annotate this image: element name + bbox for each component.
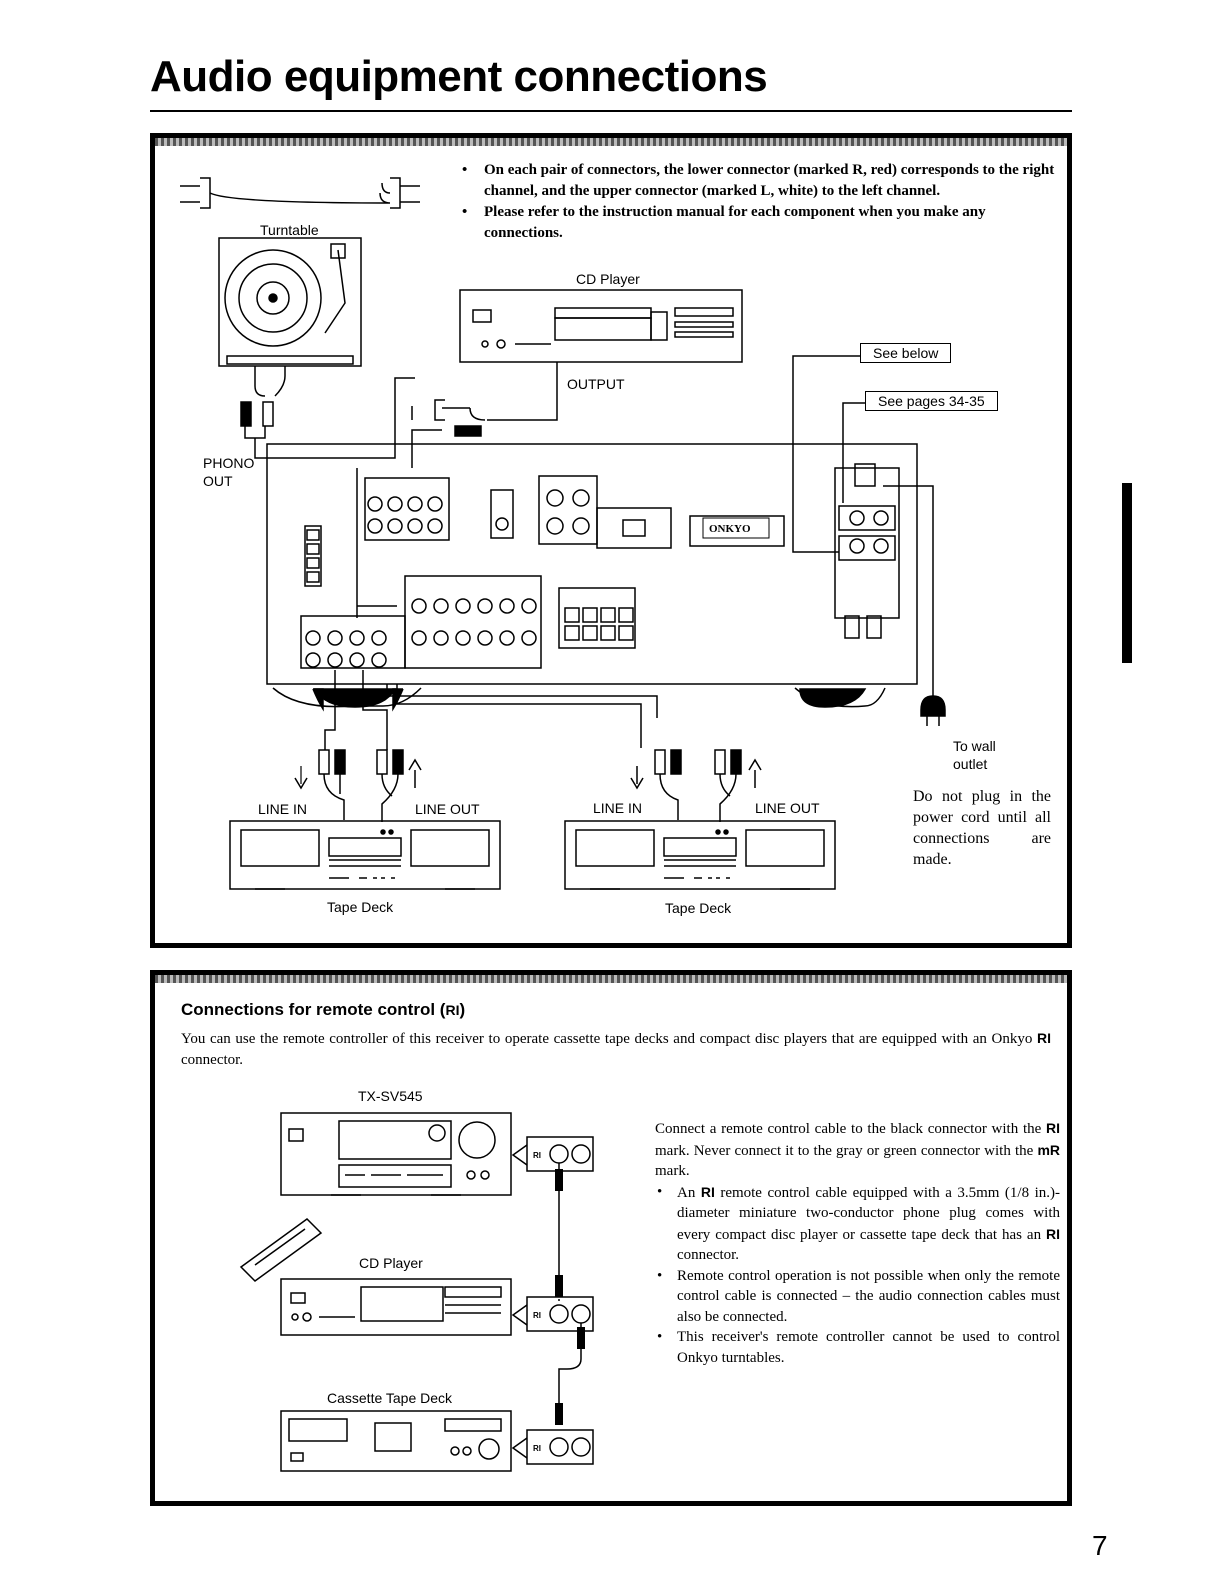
audio-connections-panel: ONKYO On each pair of connectors, the lo… — [150, 133, 1072, 948]
bullet-text: remote control cable equipped with a 3.5… — [677, 1184, 1060, 1243]
ri-mark-icon: RI — [700, 1183, 715, 1200]
ri-jack-label: RI — [533, 1444, 541, 1453]
remote-control-panel: Connections for remote control (RI) You … — [150, 970, 1072, 1506]
intro-text: You can use the remote controller of thi… — [181, 1031, 1037, 1047]
tape-deck-label: Tape Deck — [665, 900, 732, 916]
phono-out-label-1: PHONO — [203, 455, 255, 471]
ri-mark-icon: RI — [1046, 1225, 1060, 1242]
page-number: 7 — [1092, 1530, 1108, 1561]
to-wall-label-2: outlet — [953, 756, 988, 772]
turntable-label: Turntable — [260, 222, 319, 238]
ri-mark-icon: RI — [445, 1002, 460, 1018]
receiver-model-label: TX-SV545 — [358, 1088, 423, 1104]
instruction-text: mark. — [655, 1163, 690, 1179]
remote-intro: You can use the remote controller of thi… — [181, 1028, 1051, 1071]
line-out-label: LINE OUT — [415, 801, 480, 817]
cd-player-label: CD Player — [359, 1255, 423, 1271]
remote-instructions: Connect a remote control cable to the bl… — [655, 1118, 1060, 1368]
to-wall-label-1: To wall — [953, 738, 996, 754]
instruction-text: Connect a remote control cable to the bl… — [655, 1121, 1046, 1137]
line-out-label: LINE OUT — [755, 800, 820, 816]
section-tab-marker — [1122, 483, 1132, 663]
line-in-label: LINE IN — [258, 801, 308, 817]
power-cord-warning: Do not plug in the power cord until all … — [913, 788, 1051, 868]
note-item: Please refer to the instruction manual f… — [460, 202, 1060, 244]
note-item: On each pair of connectors, the lower co… — [460, 160, 1060, 202]
tape-deck-label: Tape Deck — [327, 899, 394, 915]
see-below-callout: See below — [860, 343, 952, 363]
ri-mark-icon: RI — [1046, 1120, 1060, 1136]
instruction-text: mark. Never connect it to the gray or gr… — [655, 1142, 1038, 1159]
list-item: This receiver's remote controller cannot… — [655, 1327, 1060, 1368]
title-rule — [150, 110, 1072, 112]
remote-title-text: Connections for remote control ( — [181, 1000, 446, 1019]
phono-out-label-2: OUT — [203, 473, 233, 489]
line-in-label: LINE IN — [593, 800, 643, 816]
ri-jack-label: RI — [533, 1311, 541, 1320]
remote-section-title: Connections for remote control (RI) — [181, 1000, 465, 1020]
mr-mark-icon: mR — [1037, 1141, 1060, 1158]
cd-player-label: CD Player — [576, 271, 640, 287]
panel-top-band — [155, 975, 1067, 983]
remote-instruction-paragraph: Connect a remote control cable to the bl… — [655, 1118, 1060, 1182]
remote-diagram: RI RI RI — [239, 1112, 594, 1472]
bullet-text: An — [677, 1184, 701, 1201]
output-label: OUTPUT — [567, 376, 625, 392]
connection-diagram: ONKYO — [180, 177, 946, 890]
remote-notes-list: An RI remote control cable equipped with… — [655, 1182, 1060, 1369]
intro-text: connector. — [181, 1052, 244, 1068]
list-item: An RI remote control cable equipped with… — [655, 1182, 1060, 1266]
see-pages-callout: See pages 34-35 — [865, 391, 998, 411]
remote-title-end: ) — [459, 1000, 466, 1019]
ri-jack-label: RI — [533, 1151, 541, 1160]
cassette-deck-label: Cassette Tape Deck — [327, 1390, 453, 1406]
ri-mark-icon: RI — [1037, 1030, 1051, 1046]
receiver-brand-logo: ONKYO — [709, 523, 751, 535]
bullet-text: connector. — [677, 1247, 740, 1263]
list-item: Remote control operation is not possible… — [655, 1266, 1060, 1328]
page-title: Audio equipment connections — [150, 52, 768, 101]
panel-top-band — [155, 138, 1067, 146]
connection-notes: On each pair of connectors, the lower co… — [460, 160, 1060, 244]
